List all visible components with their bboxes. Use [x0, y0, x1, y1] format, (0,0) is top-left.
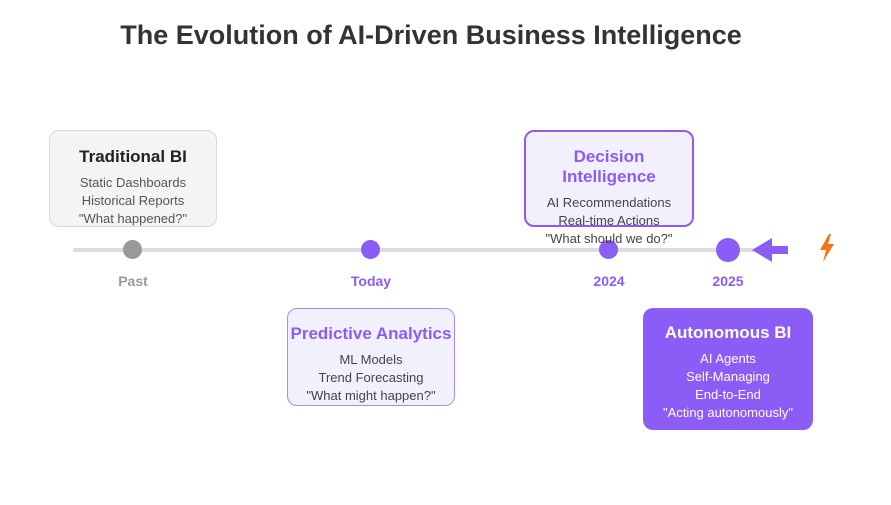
stage-line: End-to-End — [695, 387, 761, 402]
stage-heading: Traditional BI — [79, 147, 187, 166]
stage-line: Real-time Actions — [558, 213, 660, 228]
stage-line: "What might happen?" — [306, 388, 436, 403]
stage-card-decision-intelligence: Decision Intelligence AI Recommendations… — [524, 130, 694, 246]
stage-line: AI Agents — [700, 351, 756, 366]
stage-line: Trend Forecasting — [318, 370, 424, 385]
stage-line: "What happened?" — [78, 211, 188, 226]
stage-heading: Predictive Analytics — [290, 324, 452, 343]
timeline-dot-2024 — [599, 240, 618, 259]
timeline-dot-2025 — [716, 238, 740, 262]
arrow-left-icon — [752, 238, 788, 262]
timeline-label-today: Today — [350, 273, 392, 289]
stage-card-predictive-analytics: Predictive Analytics ML Models Trend For… — [287, 308, 455, 406]
lightning-bolt-icon — [820, 234, 834, 262]
stage-line: Historical Reports — [81, 193, 185, 208]
timeline-dot-today — [361, 240, 380, 259]
timeline-label-2025: 2025 — [712, 273, 744, 289]
stage-line: Self-Managing — [686, 369, 770, 384]
stage-line: "What should we do?" — [545, 231, 673, 246]
stage-line: ML Models — [339, 352, 403, 367]
timeline-dot-past — [123, 240, 142, 259]
stage-heading: Decision Intelligence — [562, 147, 656, 186]
stage-card-traditional-bi: Traditional BI Static Dashboards Histori… — [49, 130, 217, 227]
timeline-label-past: Past — [118, 273, 148, 289]
stage-line: AI Recommendations — [546, 195, 672, 210]
stage-line: Static Dashboards — [79, 175, 187, 190]
timeline-line — [73, 248, 788, 252]
stage-heading: Autonomous BI — [664, 323, 792, 342]
stage-line: "Acting autonomously" — [663, 405, 793, 420]
diagram-title: The Evolution of AI-Driven Business Inte… — [120, 20, 742, 50]
timeline-label-2024: 2024 — [593, 273, 625, 289]
stage-card-autonomous-bi: Autonomous BI AI Agents Self-Managing En… — [643, 308, 813, 430]
